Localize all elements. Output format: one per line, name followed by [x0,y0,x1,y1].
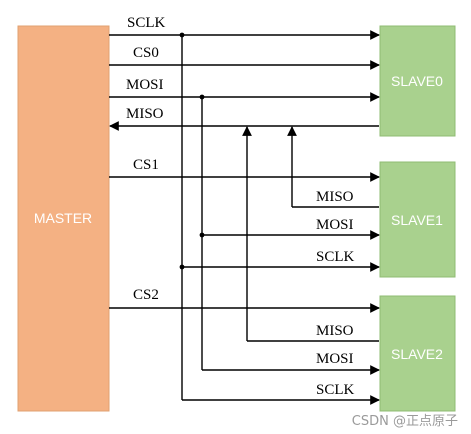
label-slave1-miso: MISO [316,189,354,205]
mosi-junction-slave1 [199,232,205,238]
label-slave1-mosi: MOSI [316,217,354,233]
slave1-label: SLAVE1 [391,212,443,228]
slave1-block [379,161,456,278]
mosi-junction-top [199,94,205,100]
watermark-text: CSDN @正点原子 [352,414,458,429]
sclk-junction-slave1 [179,264,185,270]
master-block [17,25,110,412]
label-slave2-miso: MISO [316,323,354,339]
label-slave1-sclk: SCLK [316,249,355,265]
sclk-junction-top [179,32,185,38]
slave0-block [379,25,456,137]
label-master-sclk: SCLK [127,15,166,31]
master-label: MASTER [34,210,92,226]
slave2-block [379,295,456,412]
label-master-mosi: MOSI [126,77,164,93]
label-master-cs2: CS2 [133,287,159,303]
label-master-miso: MISO [126,106,164,122]
label-slave2-sclk: SCLK [316,382,355,398]
slave0-label: SLAVE0 [391,73,443,89]
slave2-label: SLAVE2 [391,346,443,362]
label-master-cs1: CS1 [133,157,159,173]
label-master-cs0: CS0 [133,45,159,61]
label-slave2-mosi: MOSI [316,351,354,367]
